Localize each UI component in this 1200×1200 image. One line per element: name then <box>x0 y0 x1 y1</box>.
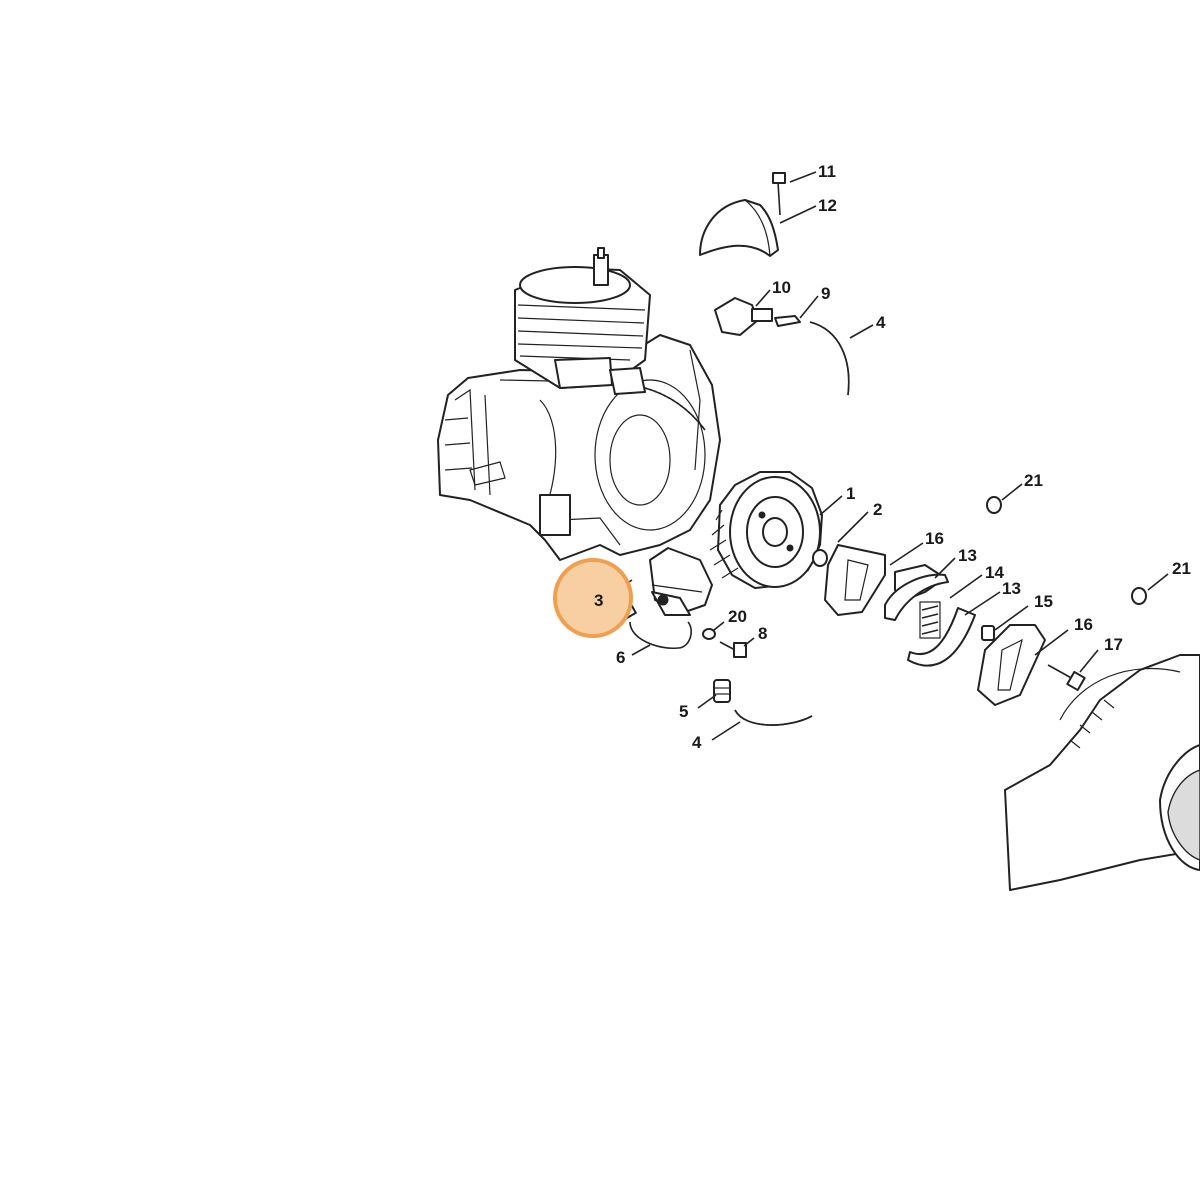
callout-8: 8 <box>758 624 767 643</box>
part-10-spark-plug-boot <box>714 297 773 336</box>
leader-lines <box>604 171 1169 741</box>
callout-17: 17 <box>1104 635 1123 654</box>
part-20-washer <box>702 628 716 640</box>
callout-13-lower: 13 <box>1002 579 1021 598</box>
part-4-ignition-lead-upper <box>809 321 850 396</box>
callout-10: 10 <box>772 278 791 297</box>
highlight-circle <box>553 558 633 638</box>
engine-cylinder <box>514 247 651 395</box>
callout-21-upper: 21 <box>1024 471 1043 490</box>
callout-16-lower: 16 <box>1074 615 1093 634</box>
callout-9: 9 <box>821 284 830 303</box>
part-13-clutch-shoe-upper <box>884 573 949 621</box>
part-21-washer-lower <box>1131 587 1147 605</box>
callout-16-upper: 16 <box>925 529 944 548</box>
part-nut <box>812 549 828 567</box>
callout-1: 1 <box>846 484 855 503</box>
part-5-grommet <box>713 679 731 703</box>
part-4-ignition-lead-lower <box>734 709 813 726</box>
callout-11: 11 <box>818 162 836 181</box>
callout-21-lower: 21 <box>1172 559 1191 578</box>
callout-20: 20 <box>728 607 747 626</box>
callout-4-upper: 4 <box>876 313 886 332</box>
callout-4-lower: 4 <box>692 733 702 752</box>
callout-2: 2 <box>873 500 882 519</box>
callout-3: 3 <box>594 591 603 610</box>
part-13-clutch-shoe-lower <box>907 607 976 667</box>
part-11-screw <box>772 172 786 216</box>
callout-5: 5 <box>679 702 688 721</box>
engine-crankcase <box>437 334 721 561</box>
fan-housing <box>1004 654 1200 891</box>
part-8-screw <box>719 641 747 658</box>
part-16-plate-lower <box>977 624 1046 706</box>
callout-labels: 11 12 10 9 4 21 1 2 16 13 14 13 15 21 16… <box>594 162 1191 752</box>
part-14-spring <box>919 601 941 639</box>
callout-13-upper: 13 <box>958 546 977 565</box>
callout-12: 12 <box>818 196 837 215</box>
part-2-washer-plate <box>824 544 886 616</box>
callout-6: 6 <box>616 648 625 667</box>
part-21-washer-upper <box>986 496 1002 514</box>
part-12-cover <box>699 199 779 257</box>
ignition-lead-spring <box>644 387 706 431</box>
part-9-contact-spring <box>774 315 801 327</box>
callout-14: 14 <box>985 563 1004 582</box>
part-15-sleeve <box>981 625 995 641</box>
callout-15: 15 <box>1034 592 1053 611</box>
part-3-ignition-module <box>649 547 713 616</box>
part-1-flywheel <box>709 471 823 589</box>
part-17-screw <box>1047 664 1086 692</box>
